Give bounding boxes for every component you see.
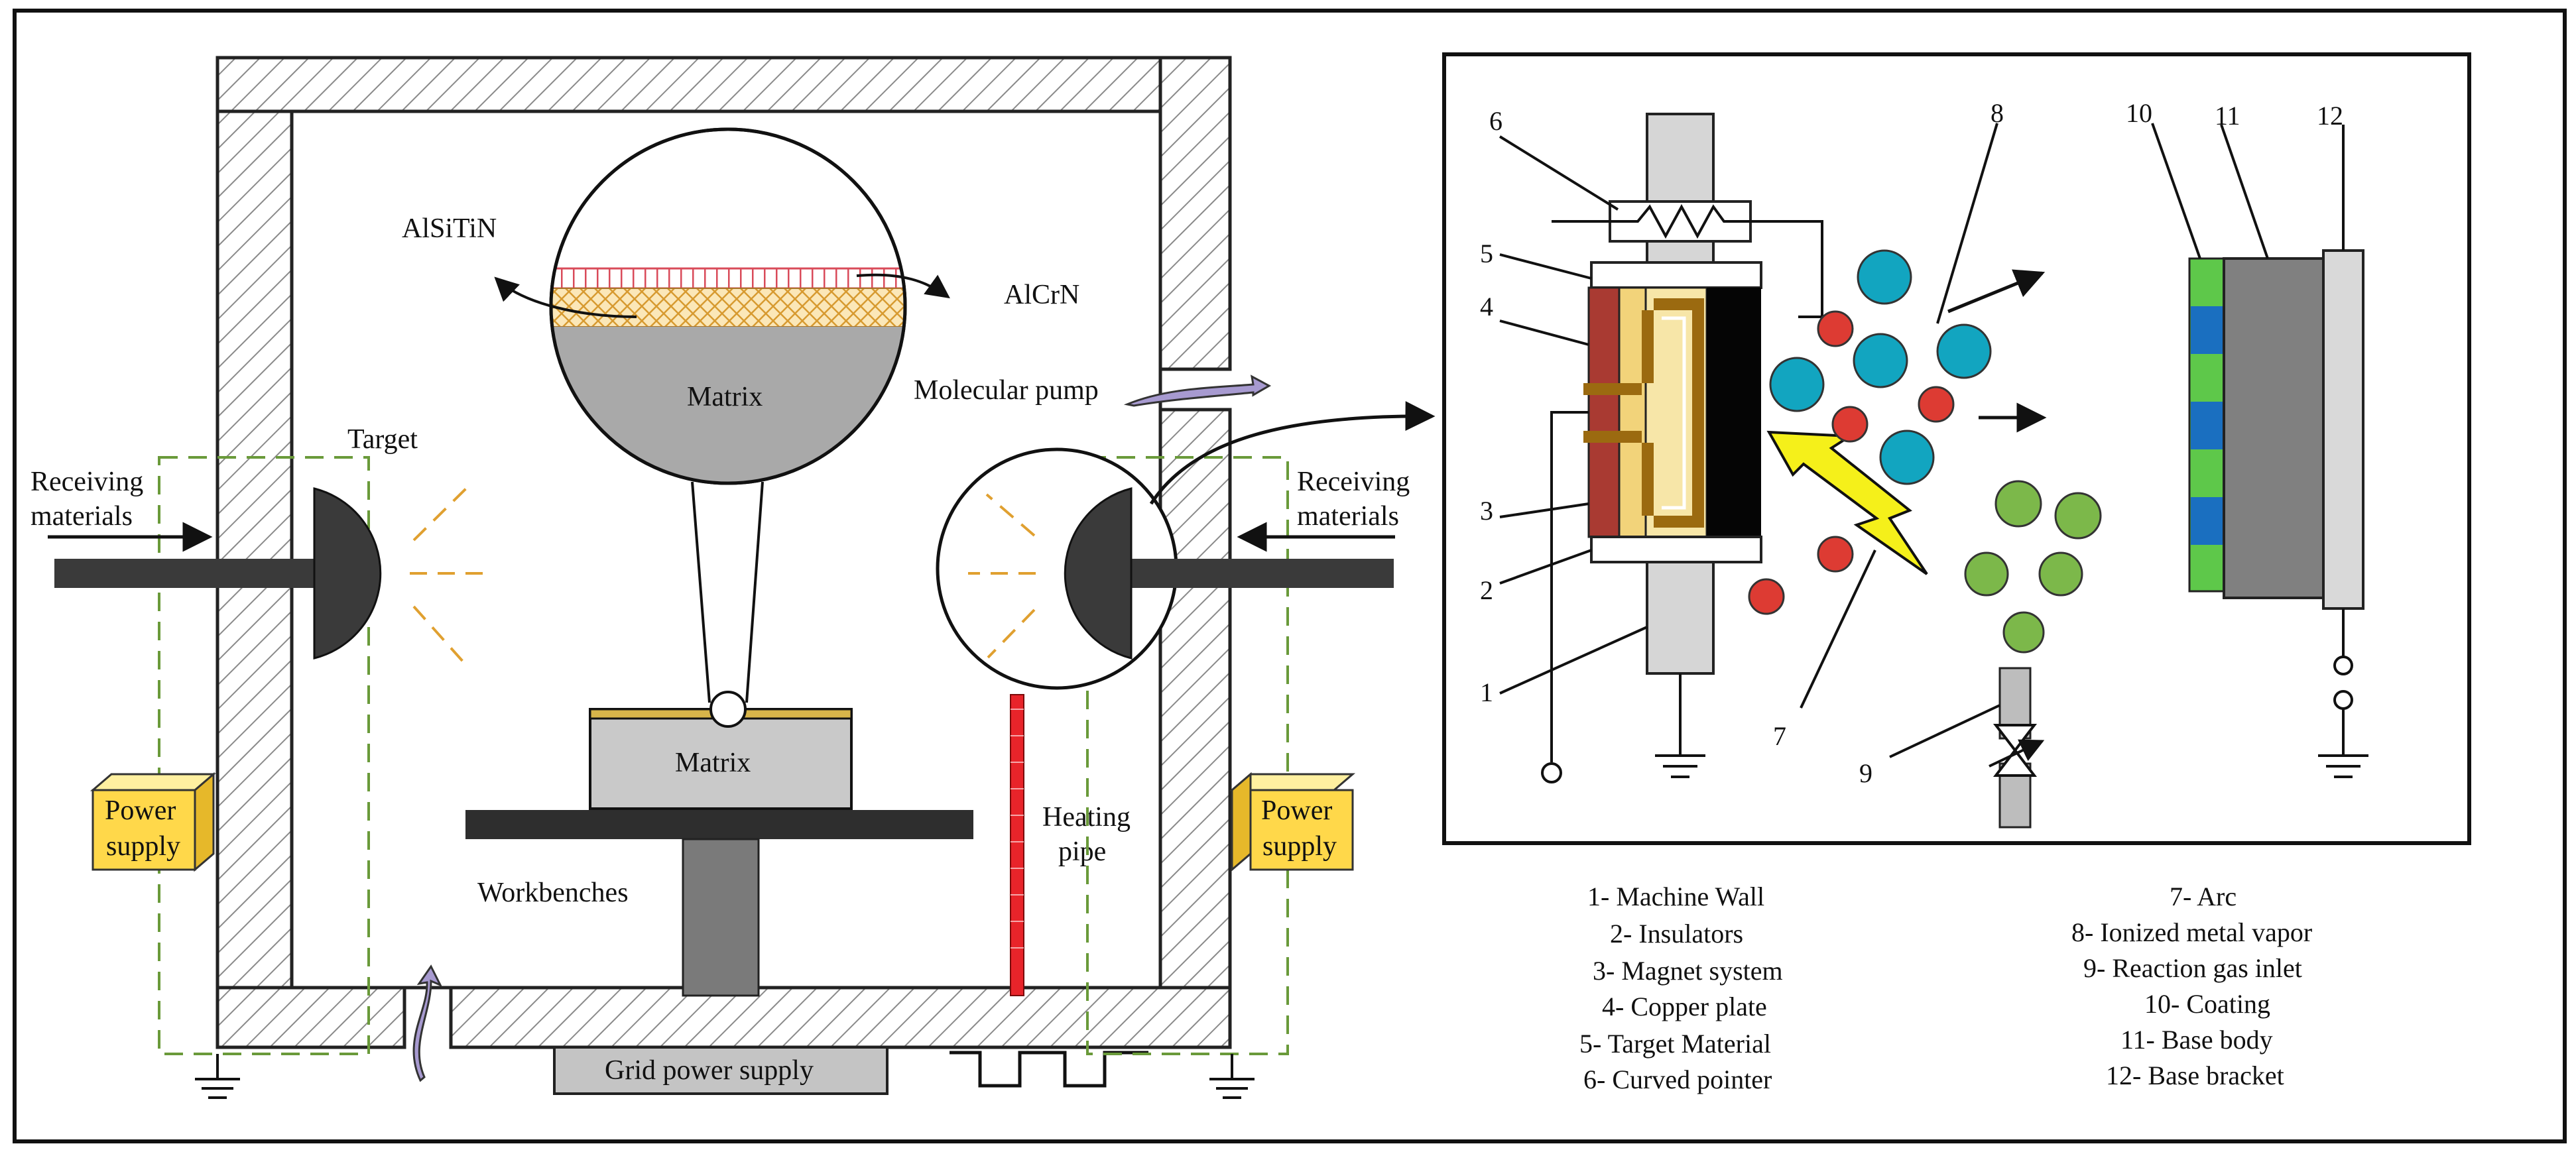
arc-lightning <box>1766 430 1928 575</box>
ground-symbol-substrate <box>2318 754 2368 778</box>
base-bracket <box>2322 249 2364 610</box>
power-supply-right: Power supply <box>1229 772 1356 872</box>
label-receiving-left-2: materials <box>31 501 133 532</box>
pump-arrow <box>1123 375 1272 407</box>
ground-symbol-cathode <box>1655 754 1705 778</box>
legend-item-2: 2- Insulators <box>1610 919 1743 949</box>
ground-symbol-right <box>1209 1054 1255 1099</box>
ionized-vapor <box>1748 249 1992 615</box>
alcrn-layer <box>551 267 905 290</box>
legend-item-1: 1- Machine Wall <box>1587 882 1764 911</box>
insulator-top <box>1590 261 1762 289</box>
callout-9: 9 <box>1859 758 1872 788</box>
label-power-left-1: Power <box>105 795 176 826</box>
reaction-gas-molecules <box>1964 480 2102 654</box>
legend-item-7: 7- Arc <box>2170 882 2237 911</box>
callout-4: 4 <box>1480 292 1493 321</box>
legend-item-3: 3- Magnet system <box>1593 956 1783 986</box>
grid-power-supply-box <box>553 1046 889 1095</box>
callout-2: 2 <box>1480 575 1493 605</box>
label-workbenches: Workbenches <box>477 878 629 908</box>
label-power-right-2: supply <box>1262 831 1337 862</box>
dashed-circuit-right <box>1086 456 1289 1055</box>
callout-7: 7 <box>1773 721 1786 751</box>
callout-1: 1 <box>1480 677 1493 707</box>
label-molecular-pump: Molecular pump <box>914 375 1099 406</box>
callout-10: 10 <box>2126 98 2152 128</box>
label-receiving-left-1: Receiving <box>31 467 143 497</box>
outer-frame <box>13 9 2567 1143</box>
cathode-rod-top <box>1646 113 1715 268</box>
callout-8: 8 <box>1991 98 2004 128</box>
insulator-bottom <box>1590 536 1762 563</box>
workbench-table <box>465 810 973 839</box>
feed-rod-left <box>54 559 346 588</box>
terminal-circle-left <box>1541 762 1562 783</box>
label-alsitin: AlSiTiN <box>402 213 497 244</box>
cathode-black-block <box>1707 288 1761 537</box>
alsitin-layer <box>551 288 905 327</box>
legend-item-10: 10- Coating <box>2144 989 2270 1019</box>
target-left <box>313 487 382 660</box>
power-supply-left: Power supply <box>90 772 217 872</box>
label-receiving-right-2: materials <box>1297 501 1399 532</box>
chamber-wall-left <box>215 56 294 1049</box>
legend-item-9: 9- Reaction gas inlet <box>2083 953 2302 983</box>
resistor-zigzag <box>1552 203 1823 318</box>
legend-item-6: 6- Curved pointer <box>1583 1065 1772 1094</box>
legend: 1- Machine Wall 2- Insulators 3- Magnet … <box>1579 882 2312 1094</box>
label-heating-2: pipe <box>1058 837 1106 867</box>
cathode-rod-bottom <box>1646 559 1715 675</box>
contact-circle <box>709 691 747 728</box>
label-matrix-sphere: Matrix <box>687 382 763 412</box>
target-right <box>1064 487 1133 660</box>
callout-6: 6 <box>1489 106 1503 136</box>
label-target: Target <box>347 424 418 455</box>
callout-11: 11 <box>2215 101 2240 131</box>
target-material-layer <box>1618 286 1647 538</box>
callout-5: 5 <box>1480 239 1493 268</box>
callout-12: 12 <box>2317 101 2343 131</box>
legend-item-12: 12- Base bracket <box>2106 1061 2284 1090</box>
legend-item-5: 5- Target Material <box>1579 1029 1771 1059</box>
heating-pipe <box>1010 694 1024 996</box>
callout-3: 3 <box>1480 496 1493 526</box>
legend-item-11: 11- Base body <box>2120 1025 2273 1055</box>
pulse-waveform <box>950 1051 1148 1088</box>
base-body <box>2223 257 2325 599</box>
gas-inlet-arrow <box>412 964 443 1082</box>
label-alcrn: AlCrN <box>1004 280 1079 310</box>
label-power-left-2: supply <box>106 831 180 862</box>
legend-item-4: 4- Copper plate <box>1602 992 1767 1021</box>
label-grid-power-supply: Grid power supply <box>605 1055 814 1086</box>
dashed-circuit-left <box>158 456 370 1055</box>
label-matrix-block: Matrix <box>675 748 751 778</box>
vacuum-chamber: AlSiTiN AlCrN Matrix Matrix Workbenches … <box>31 56 1436 1099</box>
detail-inset: 6 5 4 3 2 1 7 8 9 10 11 12 <box>1442 52 2471 845</box>
workbench-column <box>682 838 760 997</box>
magnet-system <box>1583 298 1704 528</box>
copper-plate <box>1587 286 1621 538</box>
coating-blue-segments <box>2191 306 2223 545</box>
label-receiving-right-1: Receiving <box>1297 467 1410 497</box>
zoom-arrow <box>1149 401 1436 505</box>
feed-rod-right <box>1131 559 1394 588</box>
label-power-right-1: Power <box>1261 795 1332 826</box>
terminal-circle-right-2 <box>2333 690 2353 710</box>
legend-item-8: 8- Ionized metal vapor <box>2071 917 2312 947</box>
terminal-circle-right-1 <box>2333 656 2353 675</box>
ground-symbol-left <box>195 1054 240 1099</box>
